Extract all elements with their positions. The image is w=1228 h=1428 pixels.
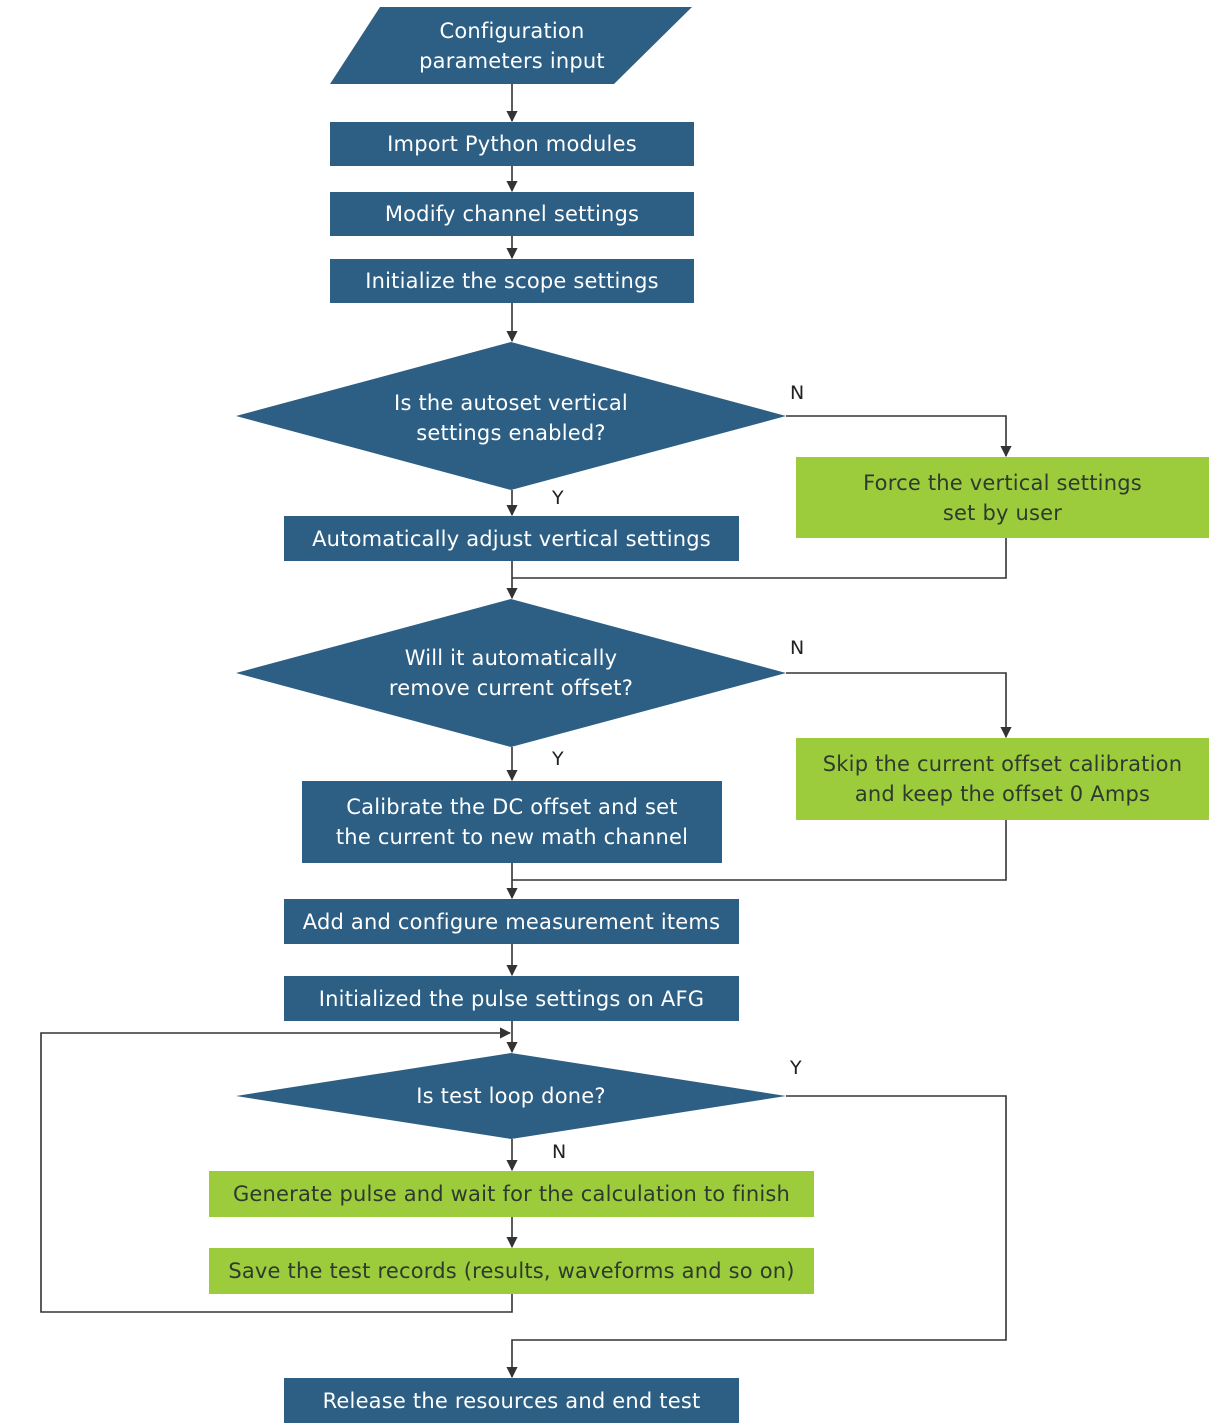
init-scope-shape [330, 259, 694, 303]
loop-decision-shape [236, 1053, 786, 1139]
modify-channel-box: Modify channel settings [384, 202, 640, 226]
connector-offset-no [786, 672, 1012, 739]
autoset-decision-shape [236, 342, 786, 490]
release-shape [284, 1378, 739, 1423]
calibrate-dc-shape [302, 781, 722, 863]
offset-no-label: N [790, 637, 805, 659]
connector-loop-yes [506, 1095, 1007, 1379]
loop-no-label: N [552, 1141, 567, 1163]
connector-autoset-no [786, 415, 1012, 458]
save-records-shape [209, 1248, 814, 1294]
init-pulse-shape [284, 976, 739, 1021]
connector-loop-back [40, 1027, 513, 1313]
skip-offset-box: Skip the current offset calibration and … [822, 752, 1183, 806]
auto-adjust-shape [284, 516, 739, 561]
offset-decision: Will it automatically remove current off… [388, 646, 634, 700]
generate-pulse-box: Generate pulse and wait for the calculat… [232, 1182, 791, 1206]
offset-decision-shape [236, 599, 786, 747]
connector-skip-merge [512, 820, 1007, 881]
autoset-decision: Is the autoset vertical settings enabled… [394, 391, 628, 445]
release-box: Release the resources and end test [322, 1388, 701, 1413]
auto-adjust-box: Automatically adjust vertical settings [312, 526, 711, 551]
init-pulse-box: Initialized the pulse settings on AFG [318, 986, 705, 1011]
config-input: Configuration parameters input [419, 19, 605, 73]
force-vertical-box: Force the vertical settings set by user [863, 470, 1142, 525]
offset-yes-label: Y [552, 748, 564, 770]
generate-pulse-shape [209, 1171, 814, 1217]
skip-offset-shape [796, 738, 1209, 820]
modify-channel-shape [330, 192, 694, 236]
config-input-shape [330, 7, 692, 84]
autoset-yes-label: Y [552, 487, 564, 509]
force-vertical-shape [796, 457, 1209, 538]
add-measurement-box: Add and configure measurement items [302, 909, 721, 934]
connectors [40, 84, 1012, 1379]
import-modules-shape [330, 122, 694, 166]
loop-yes-label: Y [790, 1057, 802, 1079]
autoset-no-label: N [790, 382, 805, 404]
save-records-box: Save the test records (results, waveform… [228, 1259, 795, 1283]
init-scope-box: Initialize the scope settings [365, 269, 659, 293]
connector-force-merge [512, 538, 1007, 579]
add-measurement-shape [284, 899, 739, 944]
calibrate-dc-box: Calibrate the DC offset and set the curr… [335, 795, 689, 849]
loop-decision: Is test loop done? [416, 1084, 606, 1108]
import-modules-box: Import Python modules [387, 132, 637, 156]
